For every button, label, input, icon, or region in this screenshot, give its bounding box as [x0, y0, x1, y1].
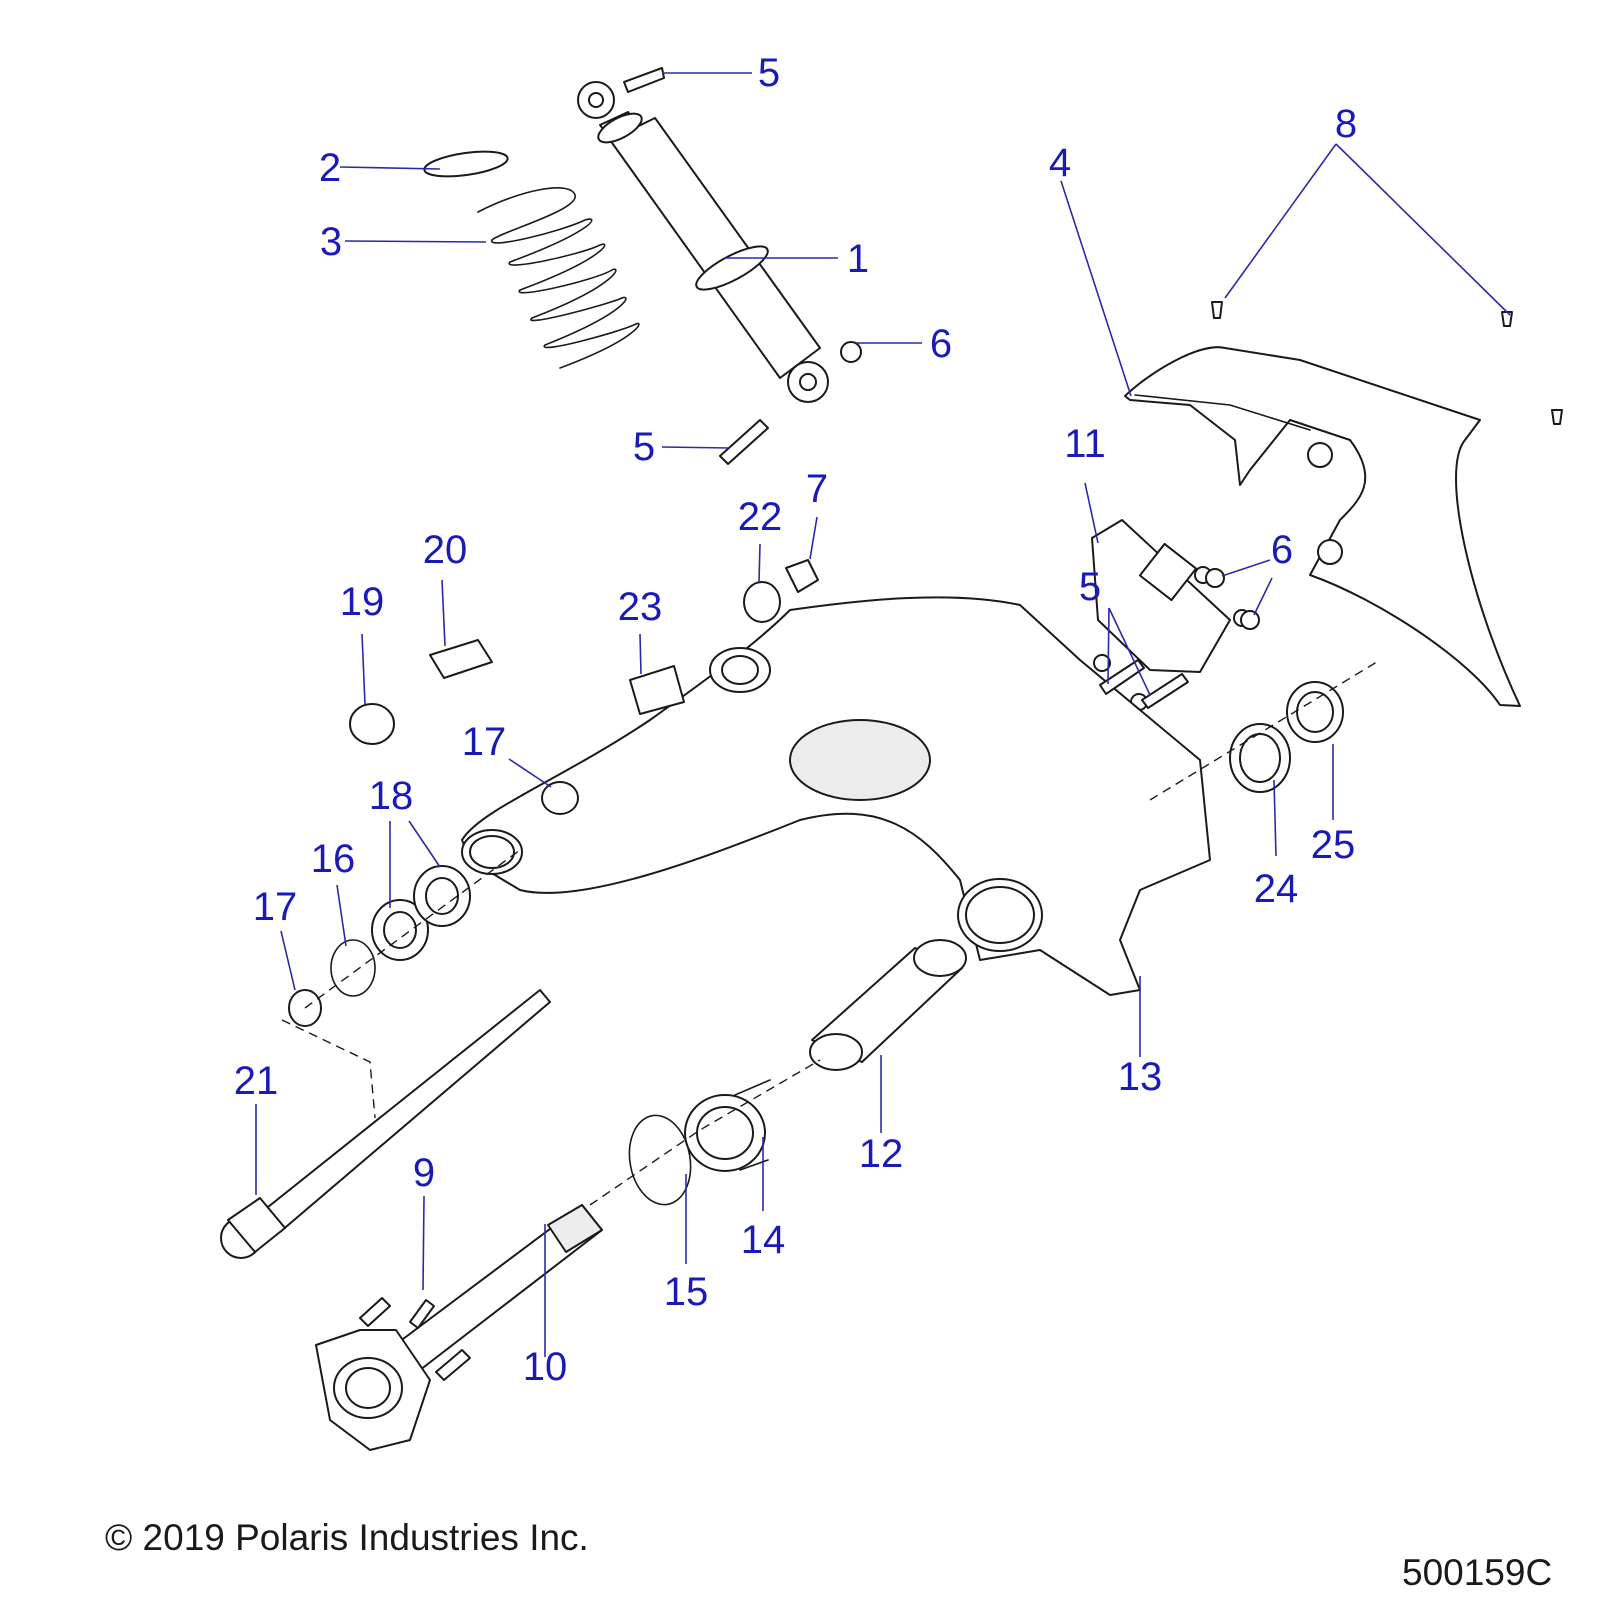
callout-14: 14	[741, 1218, 786, 1262]
callout-8: 8	[1335, 102, 1357, 146]
drawing-number: 500159C	[1402, 1552, 1553, 1593]
callout-19: 19	[340, 580, 385, 624]
bearing-part	[371, 865, 471, 961]
callout-23: 23	[618, 585, 663, 629]
callout-16: 16	[311, 837, 356, 881]
callout-6-right: 6	[1271, 528, 1293, 572]
bushing-part	[349, 703, 395, 745]
spacer-tube-part	[809, 939, 967, 1071]
bearing-part	[1239, 733, 1281, 783]
bolt-part	[1099, 659, 1145, 695]
nut-part	[785, 559, 819, 593]
callout-25: 25	[1311, 823, 1356, 867]
coil-spring-part	[477, 187, 640, 369]
nut-part	[840, 341, 862, 363]
nut-part	[1205, 568, 1225, 588]
bolt-part	[719, 419, 769, 465]
callout-10: 10	[523, 1345, 568, 1389]
callout-12: 12	[859, 1132, 904, 1176]
bushing-part	[429, 639, 493, 679]
bearing-part	[684, 1079, 771, 1172]
circlip-part	[330, 939, 376, 997]
leader-lines	[255, 72, 1511, 1357]
callout-11: 11	[1064, 422, 1106, 466]
bolt-part	[409, 1299, 435, 1329]
callout-1: 1	[847, 237, 869, 281]
bolt-part	[435, 1349, 471, 1381]
circlip-part	[628, 1114, 692, 1206]
bolt-part	[359, 1297, 391, 1327]
callout-24: 24	[1254, 867, 1299, 911]
axle-hub-part	[315, 1204, 603, 1451]
callout-15: 15	[664, 1270, 709, 1314]
callout-2: 2	[319, 146, 341, 190]
callout-6-top: 6	[930, 322, 952, 366]
shock-absorber-part	[577, 81, 829, 403]
callout-5-right: 5	[1079, 565, 1101, 609]
callout-18: 18	[369, 774, 414, 818]
nut-part	[1240, 610, 1260, 630]
callout-5-middle: 5	[633, 425, 655, 469]
callout-21: 21	[234, 1059, 279, 1103]
assembly-axis-lines	[281, 659, 1381, 1206]
bearing-part	[743, 581, 781, 623]
callout-22: 22	[738, 495, 783, 539]
callout-20: 20	[423, 528, 468, 572]
swingarm-part	[461, 596, 1211, 996]
pivot-bolt-part	[220, 989, 551, 1259]
callout-labels: 1 2 3 4 5 5 5 6 6 7 8 9 10 11 12 13 14 1…	[234, 51, 1357, 1389]
bushing-part	[1296, 691, 1334, 733]
callout-9: 9	[413, 1151, 435, 1195]
callout-17-upper: 17	[462, 720, 507, 764]
spring-seat-part	[423, 150, 509, 178]
bolt-part	[623, 67, 665, 93]
callout-17-left: 17	[253, 885, 298, 929]
bushing-part	[541, 781, 579, 815]
callout-13: 13	[1118, 1055, 1163, 1099]
callout-5-top: 5	[758, 51, 780, 95]
callout-4: 4	[1049, 141, 1071, 185]
bushing-part	[629, 665, 685, 715]
callout-3: 3	[320, 220, 342, 264]
bolt-part	[1141, 673, 1189, 709]
copyright-notice: © 2019 Polaris Industries Inc.	[105, 1517, 589, 1558]
callout-7: 7	[806, 467, 828, 511]
